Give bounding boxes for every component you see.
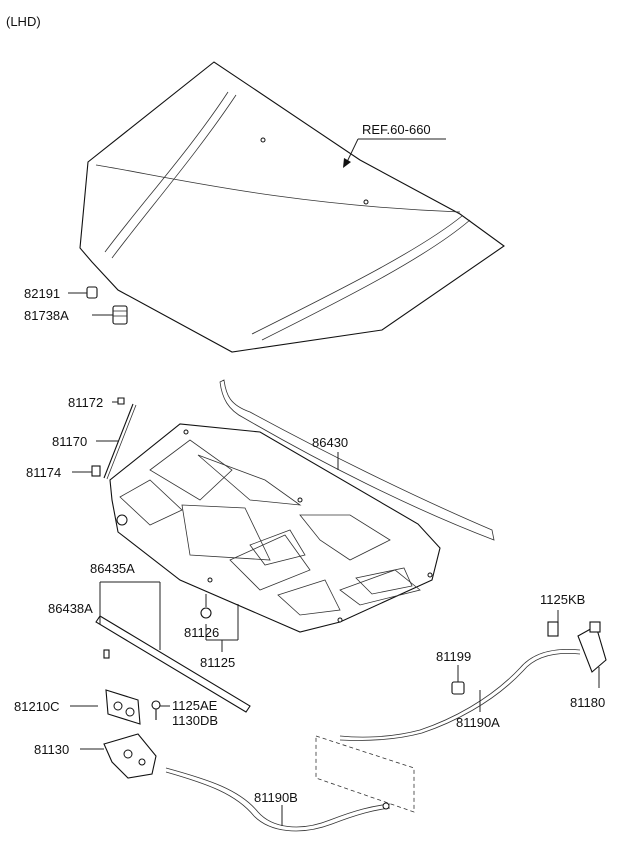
label-81170: 81170 bbox=[52, 434, 87, 449]
bumper-stop-81738a bbox=[92, 305, 128, 325]
label-81190b: 81190B bbox=[254, 790, 298, 805]
grommet-81199 bbox=[451, 665, 465, 695]
hood-weatherstrip-86430 bbox=[219, 379, 495, 541]
label-81190a: 81190A bbox=[456, 715, 500, 730]
label-86438a: 86438A bbox=[48, 601, 93, 616]
release-cable-81190b bbox=[165, 767, 391, 832]
reference-label: REF.60-660 bbox=[362, 122, 431, 137]
hood-panel bbox=[79, 61, 505, 353]
release-cable-81190a bbox=[315, 648, 581, 813]
hood-insulator-pad bbox=[109, 423, 441, 633]
release-handle-81180 bbox=[547, 610, 607, 688]
label-1130db: 1130DB bbox=[172, 713, 218, 728]
insulator-clips bbox=[200, 594, 239, 652]
label-81199: 81199 bbox=[436, 649, 471, 664]
label-81738a: 81738A bbox=[24, 308, 69, 323]
label-81180: 81180 bbox=[570, 695, 605, 710]
reference-pointer bbox=[343, 138, 446, 168]
variant-label: (LHD) bbox=[6, 14, 41, 29]
seal-strip-86435a bbox=[95, 581, 251, 713]
label-86435a: 86435A bbox=[90, 561, 135, 576]
label-81126: 81126 bbox=[184, 625, 219, 640]
label-1125ae: 1125AE bbox=[172, 698, 218, 713]
label-1125kb: 1125KB bbox=[540, 592, 585, 607]
hood-latch-81130 bbox=[70, 689, 170, 779]
label-81172: 81172 bbox=[68, 395, 103, 410]
label-82191: 82191 bbox=[24, 286, 60, 301]
hood-stay-rod bbox=[72, 397, 137, 480]
label-86430: 86430 bbox=[312, 435, 348, 450]
label-81210c: 81210C bbox=[14, 699, 60, 714]
label-81125: 81125 bbox=[200, 655, 235, 670]
bumper-stop-82191 bbox=[68, 286, 98, 299]
label-81174: 81174 bbox=[26, 465, 61, 480]
label-81130: 81130 bbox=[34, 742, 69, 757]
